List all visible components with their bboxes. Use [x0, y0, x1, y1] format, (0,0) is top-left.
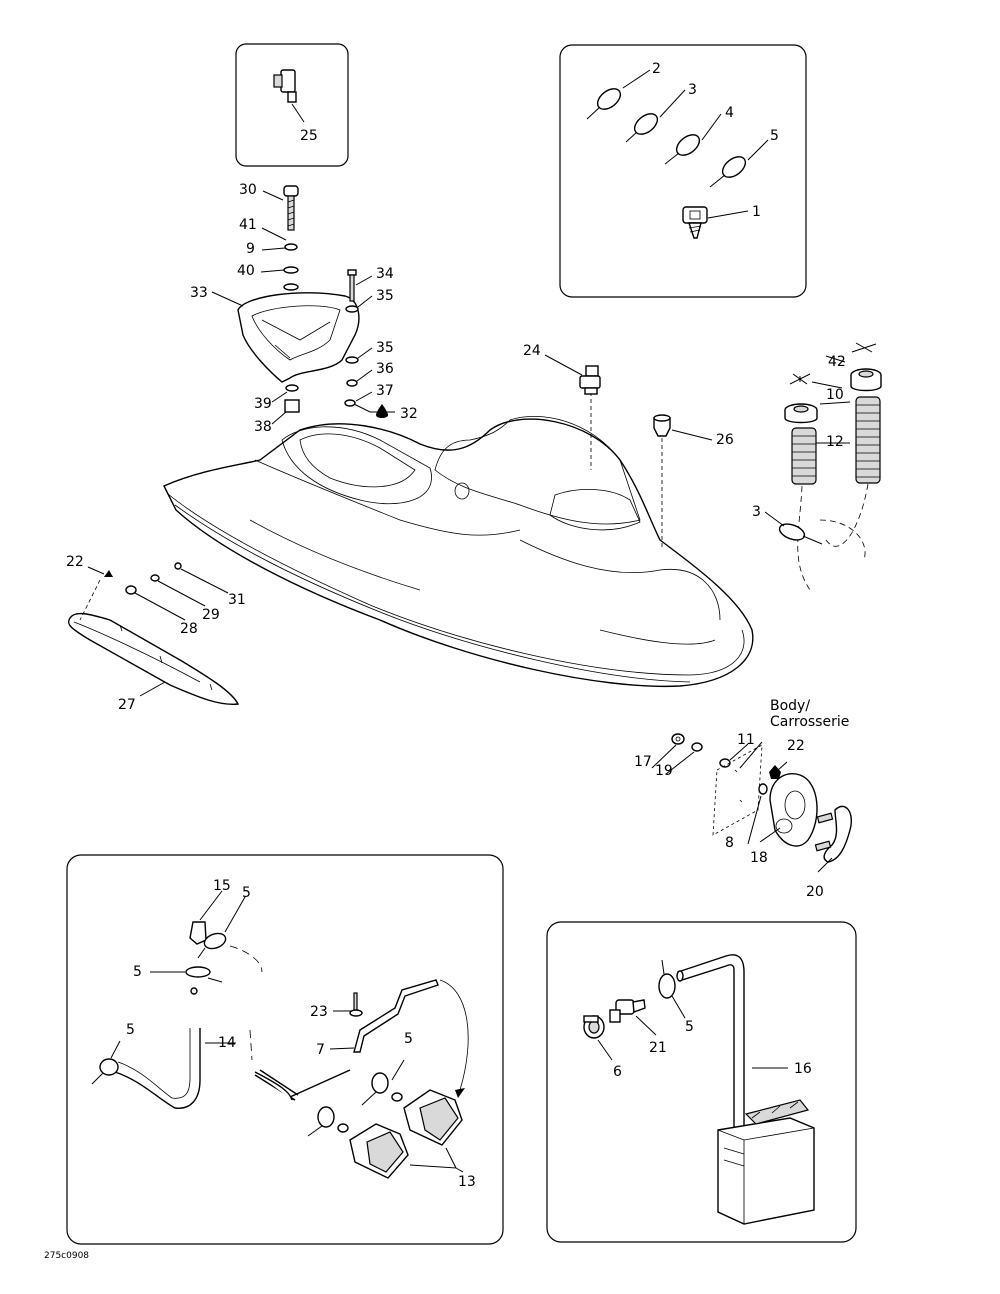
callout-30: 30: [239, 182, 257, 198]
callout-32: 32: [400, 406, 418, 422]
watercraft-hull: [163, 416, 754, 688]
callout-5-ventilation-a: 5: [242, 885, 251, 901]
callout-3-vent: 3: [752, 504, 761, 520]
screw-part: [682, 206, 708, 239]
callout-5-ventilation-c: 5: [126, 1022, 135, 1038]
callout-31: 31: [228, 592, 246, 608]
fitting-part: [579, 365, 601, 395]
callout-15: 15: [213, 878, 231, 894]
callout-6: 6: [613, 1064, 622, 1080]
battery-part: [717, 1099, 815, 1225]
callout-27: 27: [118, 697, 136, 713]
callout-5-battery: 5: [685, 1019, 694, 1035]
inset-box-battery-vent: [546, 921, 857, 1243]
vent-fitting-part: [185, 921, 227, 995]
callout-35-lower: 35: [376, 340, 394, 356]
inset-box-fasteners: [559, 44, 807, 298]
callout-28: 28: [180, 621, 198, 637]
callout-35-upper: 35: [376, 288, 394, 304]
vent-cap-part: [784, 342, 882, 424]
callout-7: 7: [316, 1042, 325, 1058]
callout-1: 1: [752, 204, 761, 220]
callout-24: 24: [523, 343, 541, 359]
callout-3: 3: [688, 82, 697, 98]
callout-20: 20: [806, 884, 824, 900]
callout-29: 29: [202, 607, 220, 623]
callout-22-bumper: 22: [66, 554, 84, 570]
callout-11: 11: [737, 732, 755, 748]
callout-21: 21: [649, 1040, 667, 1056]
inset-box-clip: [235, 43, 349, 167]
nut-part: [284, 399, 300, 413]
handlebar-pad-part: [237, 292, 360, 383]
callout-5-ventilation-b: 5: [133, 964, 142, 980]
callout-36: 36: [376, 361, 394, 377]
callout-4: 4: [725, 105, 734, 121]
battery-tie-wrap-part: [658, 959, 676, 999]
vent-plug-part: [583, 1015, 605, 1039]
drain-plug-part: [653, 414, 671, 437]
vent-hose-part: [791, 396, 881, 485]
callout-17: 17: [634, 754, 652, 770]
callout-22-body: 22: [787, 738, 805, 754]
body-label-line1: Body/: [770, 698, 810, 714]
callout-12: 12: [826, 434, 844, 450]
callout-25: 25: [300, 128, 318, 144]
vent-tie-wrap-part: [778, 523, 823, 545]
callout-41: 41: [239, 217, 257, 233]
ventilation-hose-part: [91, 1028, 201, 1109]
callout-38: 38: [254, 419, 272, 435]
callout-18: 18: [750, 850, 768, 866]
callout-16: 16: [794, 1061, 812, 1077]
callout-39: 39: [254, 396, 272, 412]
tie-wrap-part: [586, 88, 747, 188]
inset-box-ventilation: [66, 854, 504, 1245]
callout-8: 8: [725, 835, 734, 851]
grab-handle-part: [671, 733, 852, 863]
drawing-code: 275c0908: [44, 1251, 89, 1261]
clip-part: [273, 69, 297, 103]
callout-19: 19: [655, 763, 673, 779]
hose-clamp-part: [289, 1069, 389, 1137]
callout-5-ventilation-d: 5: [404, 1031, 413, 1047]
callout-42: 42: [828, 354, 846, 370]
bumper-part: [67, 562, 240, 706]
callout-5-top: 5: [770, 128, 779, 144]
callout-37: 37: [376, 383, 394, 399]
callout-33: 33: [190, 285, 208, 301]
body-label-line2: Carrosserie: [770, 714, 849, 730]
callout-labels: 25 2 3 4 5 1 30 41 9 40 33 34 35 35 36 3…: [44, 61, 849, 1261]
callout-13: 13: [458, 1174, 476, 1190]
callout-26: 26: [716, 432, 734, 448]
callout-34: 34: [376, 266, 394, 282]
callout-9: 9: [246, 241, 255, 257]
pad-bolt-part: [344, 269, 388, 418]
connector-part: [609, 999, 646, 1023]
callout-40: 40: [237, 263, 255, 279]
silencer-part: [337, 1089, 463, 1179]
handle-bolt-part: [283, 185, 299, 291]
callout-14: 14: [218, 1035, 236, 1051]
callout-2: 2: [652, 61, 661, 77]
callout-23: 23: [310, 1004, 328, 1020]
callout-10: 10: [826, 387, 844, 403]
bracket-part: [349, 979, 439, 1053]
